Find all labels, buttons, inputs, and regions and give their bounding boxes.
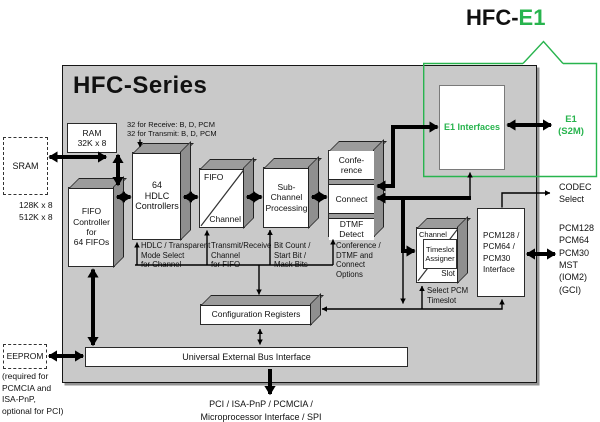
fifo-controller-block: FIFO Controller for 64 FIFOs — [68, 187, 115, 267]
timeslot-slot-label: Slot — [441, 269, 455, 279]
e1-interfaces-block: E1 Interfaces — [439, 85, 505, 170]
conference-block: Confe- rence — [329, 151, 374, 179]
timeslot-assigner-block: Channel Slot Timeslot Assigner — [416, 227, 459, 283]
page-title: HFC-E1 — [466, 5, 545, 31]
e1-interfaces-label: E1 Interfaces — [443, 122, 501, 133]
green-callout-pointer — [522, 40, 564, 64]
bit-count-note: Bit Count / Start Bit / Mask Bits — [274, 241, 311, 269]
pcm-modes-label: PCM128 PCM64 PCM30 MST (IOM2) (GCI) — [559, 223, 595, 295]
config-registers-block: Configuration Registers — [200, 304, 312, 325]
timeslot-assigner-inner: Timeslot Assigner — [423, 239, 457, 269]
pcm-interface-block: PCM128 / PCM64 / PCM30 Interface — [477, 208, 525, 297]
stack-divider — [329, 179, 374, 185]
eeprom-block: EEPROM — [3, 344, 47, 369]
dtmf-detect-block: DTMF Detect — [329, 219, 374, 240]
fifo-channel-block: FIFO Channel — [199, 168, 245, 228]
conference-options-note: Conference / DTMF and Connect Options — [336, 241, 381, 279]
timeslot-channel-label: Channel — [419, 230, 447, 239]
eeprom-note: (required for PCMCIA and ISA-PnP, option… — [2, 371, 64, 417]
codec-select-label: CODEC Select — [559, 182, 592, 204]
select-pcm-note: Select PCM Timeslot — [427, 286, 469, 305]
ram-block: RAM 32K x 8 — [67, 123, 117, 153]
fifo-channel-diagonal — [200, 169, 244, 227]
page-title-prefix: HFC- — [466, 5, 519, 30]
sub-channel-block: Sub- Channel Processing — [263, 167, 310, 228]
e1-s2m-label: E1 (S2M) — [558, 114, 584, 138]
page-title-suffix: E1 — [518, 5, 546, 30]
chip-series-label: HFC-Series — [73, 72, 208, 99]
fifo-label: FIFO — [204, 172, 224, 182]
hdlc-controllers-block: 64 HDLC Controllers — [132, 152, 182, 240]
sram-sizes-note: 128K x 8 512K x 8 — [19, 200, 53, 222]
bus-interface-block: Universal External Bus Interface — [85, 347, 408, 367]
stack-divider — [329, 213, 374, 219]
connect-block: Connect — [329, 185, 374, 213]
sram-block: SRAM — [3, 137, 48, 195]
conference-connect-dtmf-stack: Confe- rence Connect DTMF Detect — [328, 150, 375, 240]
transmit-receive-note: Transmit/Receive Channel for FIFO — [211, 241, 272, 269]
hdlc-mode-note: HDLC / Transparent Mode Select for Chann… — [141, 241, 211, 269]
channel-label: Channel — [209, 213, 241, 224]
host-bus-label: PCI / ISA-PnP / PCMCIA / Microprocessor … — [200, 399, 322, 422]
fifo-counts-note: 32 for Receive: B, D, PCM 32 for Transmi… — [127, 120, 217, 138]
